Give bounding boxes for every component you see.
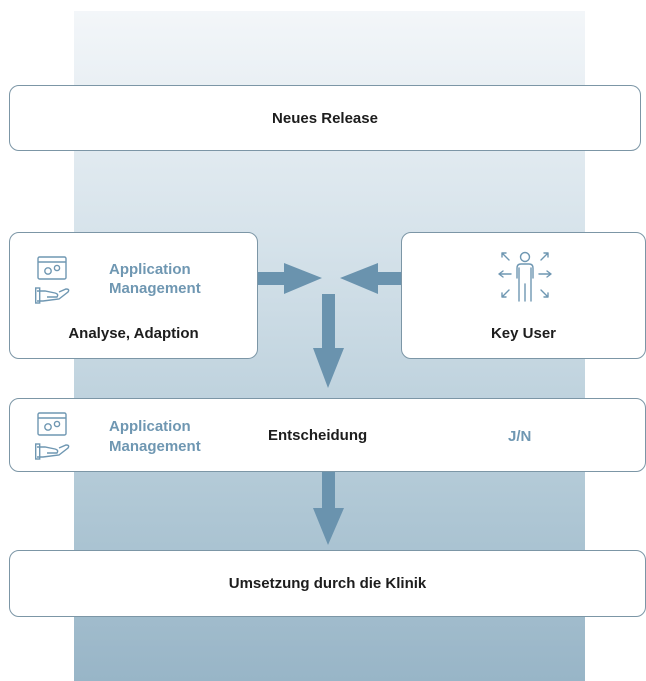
decision-line1: Application: [109, 418, 191, 435]
key-user-label: Key User: [490, 325, 557, 342]
analysis-label: Analyse, Adaption: [68, 325, 199, 342]
decision-box: Application Management Entscheidung J/N: [9, 398, 646, 472]
key-user-box: Key User: [401, 232, 646, 359]
arrow-from-analysis: [258, 263, 322, 294]
arrow-down-to-implementation: [313, 472, 344, 545]
decision-label: Entscheidung: [268, 427, 368, 444]
arrow-down-to-decision: [313, 294, 344, 388]
key-user-icon: [498, 251, 552, 302]
release-box: Neues Release: [9, 85, 641, 151]
decision-line2: Management: [109, 438, 201, 455]
application-management-icon: [35, 412, 70, 460]
analysis-box: Application Management Analyse, Adaption: [9, 232, 258, 359]
application-management-icon: [35, 256, 70, 304]
implementation-label: Umsetzung durch die Klinik: [228, 575, 427, 592]
arrow-from-key-user: [340, 263, 402, 294]
implementation-box: Umsetzung durch die Klinik: [9, 550, 646, 617]
analysis-line1: Application: [109, 261, 191, 278]
release-label: Neues Release: [272, 110, 378, 127]
decision-answer: J/N: [508, 428, 532, 445]
analysis-line2: Management: [109, 280, 201, 297]
